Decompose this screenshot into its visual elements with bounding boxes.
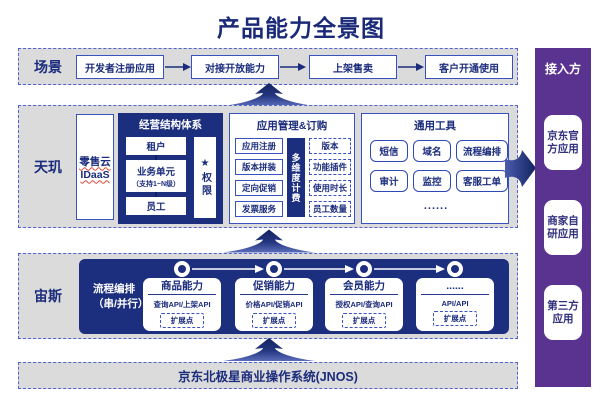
app-management-box: 应用管理&订购 应用注册 版本拼装 定向促销 发票服务 多维度计费 版本 功能插… xyxy=(229,113,355,224)
capability-card-more: ...... API/API 扩展点 xyxy=(416,278,494,331)
retail-cloud-idaas-box: 零售云 IDaaS xyxy=(76,114,114,220)
zeus-layer: 宙斯 流程编排 （串/并行） 商品能力 查询API/上架API 扩展点 促销能力… xyxy=(18,253,518,339)
tools-ellipsis: ...... xyxy=(423,200,449,212)
flow-node-icon xyxy=(174,261,190,277)
page-title: 产品能力全景图 xyxy=(217,15,385,41)
extension-point-box: 扩展点 xyxy=(251,313,297,328)
scene-step-sell: 上架售卖 xyxy=(309,55,397,79)
flow-node-icon xyxy=(356,261,372,277)
jd-official-app-box: 京东官方应用 xyxy=(544,115,582,170)
flow-line1: 流程编排 xyxy=(93,282,135,295)
structure-column: 租户 业务单元 （支持1~N级） 员工 xyxy=(126,137,186,215)
version-assembly-box: 版本拼装 xyxy=(235,159,283,175)
up-arrow-icon xyxy=(223,83,315,106)
tools-row-2: 审计 监控 客服工单 xyxy=(370,170,508,192)
connector-line xyxy=(155,192,157,197)
up-arrow-icon xyxy=(223,229,315,253)
business-structure-title: 经营结构体系 xyxy=(139,119,202,131)
app-management-title: 应用管理&订购 xyxy=(256,120,328,132)
business-unit-label: 业务单元 xyxy=(136,166,175,178)
star-icon: ★ xyxy=(200,157,210,169)
domain-chip: 域名 xyxy=(413,140,451,162)
sms-chip: 短信 xyxy=(370,140,408,162)
arrow-right-icon xyxy=(398,63,424,71)
feature-plugin-box: 功能插件 xyxy=(309,159,351,175)
scene-step-register: 开发者注册应用 xyxy=(76,55,164,79)
idaas-label-cn: 零售云 xyxy=(79,155,111,168)
capability-card-promotion: 促销能力 价格API/促销API 扩展点 xyxy=(235,278,313,331)
flow-node-icon xyxy=(447,261,463,277)
idaas-label-en: IDaaS xyxy=(80,168,110,181)
capability-apis: 价格API/促销API xyxy=(245,300,303,309)
right-arrow-icon xyxy=(505,150,536,187)
jnos-base-bar: 京东北极星商业操作系统(JNOS) xyxy=(18,362,518,389)
capability-card-member: 会员能力 授权API/查询API 扩展点 xyxy=(325,278,403,331)
white-arrow-icon xyxy=(374,265,445,273)
staff-box: 员工 xyxy=(126,197,186,215)
up-arrow-icon xyxy=(223,338,315,361)
business-structure-box: 经营结构体系 租户 业务单元 （支持1~N级） 员工 ★ 权限 xyxy=(118,113,223,224)
scene-step-activate: 客户开通使用 xyxy=(425,55,513,79)
audit-chip: 审计 xyxy=(370,170,408,192)
flow-node-icon xyxy=(266,261,282,277)
staff-count-box: 员工数量 xyxy=(309,201,351,217)
business-unit-box: 业务单元 （支持1~N级） xyxy=(126,160,186,192)
tianji-layer: 天玑 零售云 IDaaS 经营结构体系 租户 业务单元 （支持1~N级） 员工 … xyxy=(18,105,518,228)
merchant-self-app-box: 商家自研应用 xyxy=(544,200,582,255)
app-register-box: 应用注册 xyxy=(235,138,283,154)
extension-point-box: 扩展点 xyxy=(432,311,478,326)
capability-title: 商品能力 xyxy=(148,278,216,295)
business-unit-note: （支持1~N级） xyxy=(131,180,181,188)
white-arrow-icon xyxy=(192,265,264,273)
permission-box: ★ 权限 xyxy=(194,137,216,218)
monitor-chip: 监控 xyxy=(413,170,451,192)
capability-title: ...... xyxy=(421,278,489,295)
ticket-chip: 客服工单 xyxy=(456,170,508,192)
extension-point-box: 扩展点 xyxy=(341,313,387,328)
third-party-app-box: 第三方应用 xyxy=(544,285,582,340)
arrow-right-icon xyxy=(280,63,306,71)
capability-apis: API/API xyxy=(441,299,469,308)
capability-apis: 查询API/上架API xyxy=(153,300,211,309)
capability-card-product: 商品能力 查询API/上架API 扩展点 xyxy=(143,278,221,331)
permission-label: 权限 xyxy=(199,171,211,198)
zeus-layer-label: 宙斯 xyxy=(34,288,62,304)
capability-title: 促销能力 xyxy=(240,278,308,295)
capability-title: 会员能力 xyxy=(330,278,398,295)
app-management-right-column: 版本 功能插件 使用时长 员工数量 xyxy=(309,138,351,222)
common-tools-title: 通用工具 xyxy=(414,120,456,132)
access-party-sidebar: 接入方 京东官方应用 商家自研应用 第三方应用 xyxy=(535,48,591,387)
scene-step-connect: 对接开放能力 xyxy=(191,55,279,79)
extension-point-box: 扩展点 xyxy=(159,313,205,328)
app-management-left-column: 应用注册 版本拼装 定向促销 发票服务 xyxy=(235,138,283,222)
arrow-right-icon xyxy=(165,63,191,71)
capability-apis: 授权API/查询API xyxy=(335,300,393,309)
zeus-capability-panel: 流程编排 （串/并行） 商品能力 查询API/上架API 扩展点 促销能力 价格… xyxy=(79,259,509,334)
usage-duration-box: 使用时长 xyxy=(309,180,351,196)
white-arrow-icon xyxy=(284,265,354,273)
tools-row-1: 短信 域名 流程编排 xyxy=(370,140,508,162)
workflow-chip: 流程编排 xyxy=(456,140,508,162)
scene-layer-label: 场景 xyxy=(34,58,62,75)
flow-line2: （串/并行） xyxy=(93,297,149,310)
version-box: 版本 xyxy=(309,138,351,154)
scene-layer: 场景 开发者注册应用 对接开放能力 上架售卖 客户开通使用 xyxy=(18,48,518,85)
multi-dimension-billing-box: 多维度计费 xyxy=(287,138,305,217)
access-party-title: 接入方 xyxy=(544,62,581,76)
connector-line xyxy=(155,155,157,160)
tianji-layer-label: 天玑 xyxy=(34,158,62,175)
common-tools-box: 通用工具 短信 域名 流程编排 审计 监控 客服工单 ...... xyxy=(361,113,509,224)
flow-orchestration-label: 流程编排 （串/并行） xyxy=(93,259,148,334)
targeted-promo-box: 定向促销 xyxy=(235,180,283,196)
tenant-box: 租户 xyxy=(126,137,186,155)
invoice-service-box: 发票服务 xyxy=(235,201,283,217)
billing-label: 多维度计费 xyxy=(290,152,301,203)
